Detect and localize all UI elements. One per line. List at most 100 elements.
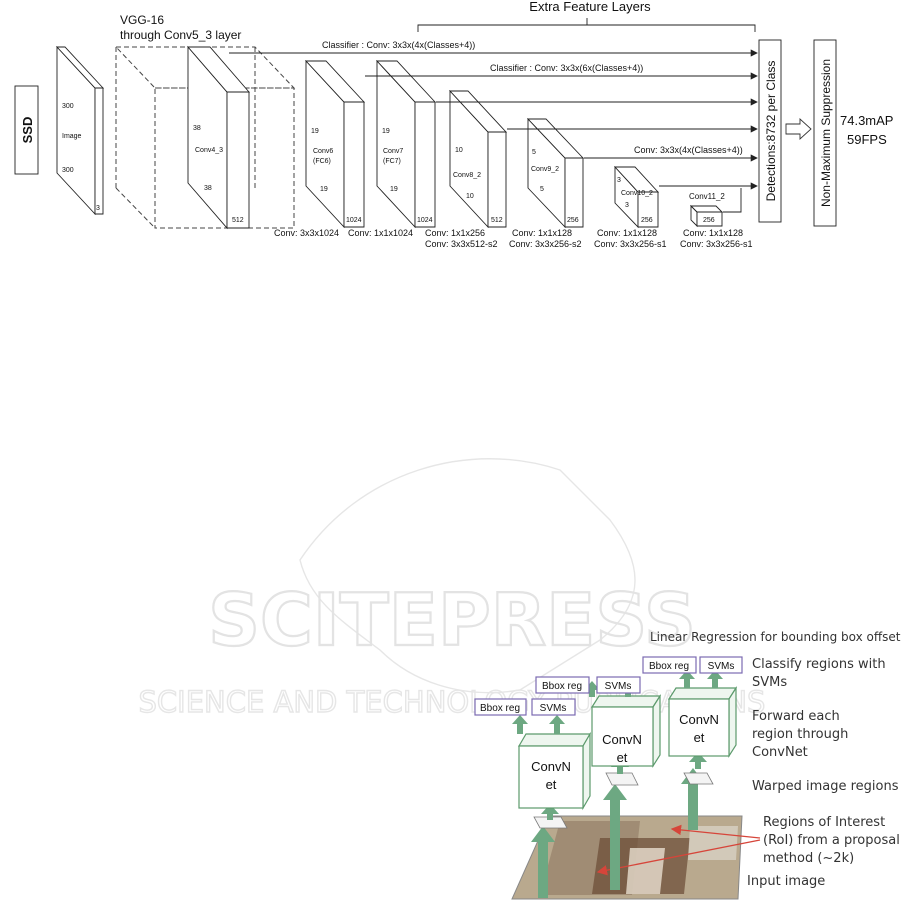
watermark-subtitle: SCIENCE AND TECHNOLOGY PUBLICATIONS bbox=[139, 685, 766, 719]
conv9-2-width: 5 bbox=[540, 186, 544, 193]
classifier1-label: Classifier : Conv: 3x3x(4x(Classes+4)) bbox=[322, 40, 475, 50]
convnet-2-line1: ConvN bbox=[602, 732, 642, 747]
svms-box-2[interactable] bbox=[596, 676, 641, 694]
green-arrow-3a bbox=[688, 782, 698, 830]
conv11-2-name: Conv11_2 bbox=[689, 192, 725, 201]
map-value: 74.3mAP bbox=[840, 113, 893, 128]
conv11-2-op2: Conv: 3x3x256-s1 bbox=[680, 239, 753, 249]
extra-layers-label: Extra Feature Layers bbox=[529, 0, 651, 14]
label-classify-1: Classify regions with bbox=[752, 657, 886, 672]
conv4-3-name: Conv4_3 bbox=[195, 147, 223, 154]
svms-3: SVMs bbox=[708, 661, 735, 672]
conv4-3-block: 38 Conv4_3 38 512 bbox=[187, 45, 250, 230]
watermark: SCITEPRESS SCIENCE AND TECHNOLOGY PUBLIC… bbox=[138, 458, 766, 720]
bbox-reg-1: Bbox reg bbox=[480, 703, 520, 714]
svms-box-1[interactable] bbox=[531, 698, 576, 716]
vgg-block: VGG-16 through Conv5_3 layer bbox=[114, 13, 296, 229]
conv7-width: 19 bbox=[390, 186, 398, 193]
nms-box bbox=[813, 39, 837, 227]
conv11-2-block: 256 Conv11_2 Conv: 1x1x128 Conv: 3x3x256… bbox=[680, 192, 753, 249]
image-height: 300 bbox=[62, 103, 74, 110]
image-name: Image bbox=[62, 133, 82, 140]
conv7-block: 19 Conv7 (FC7) 19 1024 Conv: 1x1x1024 bbox=[348, 59, 437, 238]
conv7-name1: Conv7 bbox=[383, 148, 403, 155]
convnet-1-line2: et bbox=[546, 777, 557, 792]
conv10-2-name: Conv10_2 bbox=[621, 190, 653, 197]
conv10-2-width: 3 bbox=[625, 202, 629, 209]
svms-2: SVMs bbox=[605, 681, 632, 692]
conv8-2-width: 10 bbox=[466, 193, 474, 200]
label-linear-regression: Linear Regression for bounding box offse… bbox=[650, 630, 901, 644]
conv8-2-height: 10 bbox=[455, 147, 463, 154]
classifier3-label: Conv: 3x3x(4x(Classes+4)) bbox=[634, 145, 743, 155]
warped-region-2 bbox=[605, 772, 639, 786]
conv9-2-op2: Conv: 3x3x256-s2 bbox=[509, 239, 582, 249]
conv10-2-block: 3 Conv10_2 3 256 Conv: 1x1x128 Conv: 3x3… bbox=[594, 165, 667, 249]
green-arrow-2a bbox=[610, 798, 620, 890]
watermark-logo bbox=[299, 458, 636, 694]
watermark-title: SCITEPRESS bbox=[208, 578, 696, 662]
convnet-3-line1: ConvN bbox=[679, 712, 719, 727]
label-forward-1: Forward each bbox=[752, 709, 840, 724]
conv10-2-height: 3 bbox=[617, 177, 621, 184]
rcnn-column-1: ConvN et Bbox reg SVMs bbox=[474, 698, 592, 898]
conv9-2-height: 5 bbox=[532, 149, 536, 156]
conv8-2-op1: Conv: 1x1x256 bbox=[425, 228, 485, 238]
detections-box bbox=[758, 39, 782, 223]
bbox-reg-box-3[interactable] bbox=[642, 656, 697, 674]
conv6-height: 19 bbox=[311, 128, 319, 135]
conv10-2-op2: Conv: 3x3x256-s1 bbox=[594, 239, 667, 249]
label-roi-3: method (~2k) bbox=[763, 851, 854, 866]
arrow-conv11-2 bbox=[723, 188, 742, 213]
conv6-block: 19 Conv6 (FC6) 19 1024 Conv: 3x3x1024 bbox=[274, 59, 366, 238]
rcnn-column-3: ConvN et Bbox reg SVMs bbox=[642, 656, 743, 830]
conv7-name2: (FC7) bbox=[383, 158, 401, 165]
conv6-name2: (FC6) bbox=[313, 158, 331, 165]
roi-arrow-1 bbox=[670, 824, 761, 839]
conv9-2-op1: Conv: 1x1x128 bbox=[512, 228, 572, 238]
warped-region-3 bbox=[683, 772, 714, 785]
ssd-label: SSD bbox=[20, 117, 35, 144]
convnet-box-2 bbox=[591, 706, 654, 767]
bbox-reg-box-1[interactable] bbox=[474, 698, 527, 716]
conv8-2-block: 10 Conv8_2 10 512 Conv: 1x1x256 Conv: 3x… bbox=[425, 89, 508, 249]
classifier2-label: Classifier : Conv: 3x3x(6x(Classes+4)) bbox=[490, 63, 643, 73]
ssd-box bbox=[14, 85, 39, 175]
label-warped: Warped image regions bbox=[752, 779, 899, 794]
vgg-label-2: through Conv5_3 layer bbox=[120, 28, 241, 42]
extra-layers-brace bbox=[417, 18, 756, 32]
conv4-3-width: 38 bbox=[204, 185, 212, 192]
green-arrow-1a bbox=[538, 840, 548, 898]
detections-label: Detections:8732 per Class bbox=[764, 61, 778, 202]
conv9-2-name: Conv9_2 bbox=[531, 166, 559, 173]
conv10-2-channels: 256 bbox=[641, 217, 653, 224]
image-block: 300 Image 300 3 bbox=[55, 45, 105, 216]
rcnn-diagram: ConvN et Bbox reg SVMs ConvN et bbox=[474, 630, 901, 900]
convnet-3-line2: et bbox=[694, 730, 705, 745]
ssd-diagram: SSD 300 Image 300 3 VGG-16 through Conv5… bbox=[14, 0, 893, 249]
convnet-2-line2: et bbox=[617, 750, 628, 765]
roi-arrow-2 bbox=[596, 839, 761, 876]
bbox-reg-3: Bbox reg bbox=[649, 661, 689, 672]
image-channels: 3 bbox=[96, 205, 100, 212]
conv7-op: Conv: 1x1x1024 bbox=[348, 228, 413, 238]
label-forward-2: region through bbox=[752, 727, 848, 742]
conv6-name1: Conv6 bbox=[313, 148, 333, 155]
conv7-channels: 1024 bbox=[417, 217, 433, 224]
svms-box-3[interactable] bbox=[699, 656, 743, 674]
conv9-2-block: 5 Conv9_2 5 256 Conv: 1x1x128 Conv: 3x3x… bbox=[509, 117, 585, 249]
conv9-2-channels: 256 bbox=[567, 217, 579, 224]
rcnn-column-2: ConvN et Bbox reg SVMs bbox=[535, 676, 662, 890]
bbox-reg-box-2[interactable] bbox=[535, 676, 590, 694]
conv6-channels: 1024 bbox=[346, 217, 362, 224]
conv8-2-name: Conv8_2 bbox=[453, 172, 481, 179]
svms-1: SVMs bbox=[540, 703, 567, 714]
conv4-3-height: 38 bbox=[193, 125, 201, 132]
conv10-2-op1: Conv: 1x1x128 bbox=[597, 228, 657, 238]
convnet-box-1 bbox=[518, 745, 584, 809]
vgg-label-1: VGG-16 bbox=[120, 13, 164, 27]
conv7-height: 19 bbox=[382, 128, 390, 135]
conv6-width: 19 bbox=[320, 186, 328, 193]
fps-value: 59FPS bbox=[847, 132, 887, 147]
label-forward-3: ConvNet bbox=[752, 745, 808, 760]
